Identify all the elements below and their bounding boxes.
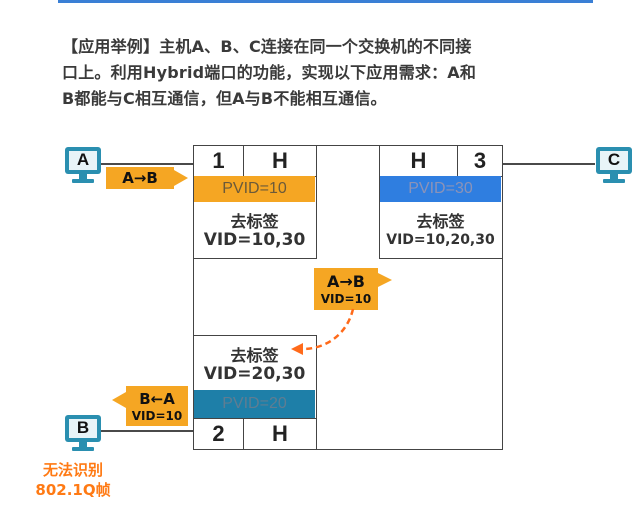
port-3-untag-label: 去标签 (416, 212, 465, 231)
host-c (596, 147, 632, 183)
port-1-number: 1 (192, 144, 245, 177)
port-1-untag-label: 去标签 (230, 212, 279, 231)
port-2: 去标签 VID=20,30 PVID=20 2 H (192, 335, 317, 450)
frame-middle: A→B VID=10 (314, 268, 378, 310)
arrow-right-icon (174, 170, 188, 186)
description-line-2: 口上。利用Hybrid端口的功能，实现以下应用需求：A和 (62, 63, 477, 82)
port-2-untag-vids: VID=20,30 (203, 364, 306, 384)
arrow-right-icon (378, 273, 392, 287)
frame-middle-vid: VID=10 (320, 292, 372, 306)
host-a (65, 147, 101, 183)
port-3-untag-vids: VID=10,20,30 (386, 232, 495, 248)
port-3: H 3 PVID=30 去标签 VID=10,20,30 (378, 144, 503, 259)
frame-a-in: A→B (106, 167, 174, 189)
note-line-1: 无法识别 (42, 461, 103, 479)
link-a-to-port1 (100, 163, 193, 165)
note-line-2: 802.1Q帧 (35, 481, 111, 499)
port-2-pvid: PVID=20 (194, 390, 315, 418)
port-2-type: H (243, 418, 317, 450)
port-1-untag-vids: VID=10,30 (203, 230, 306, 250)
frame-b-out-label: B←A (139, 389, 175, 408)
host-b (65, 415, 101, 451)
frame-a-in-label: A→B (122, 169, 158, 187)
scenario-description: 【应用举例】主机A、B、C连接在同一个交换机的不同接 口上。利用Hybrid端口… (62, 34, 602, 112)
frame-b-out: B←A VID=10 (126, 386, 188, 426)
link-b-to-port2 (100, 430, 193, 432)
port-1: 1 H PVID=10 去标签 VID=10,30 (192, 144, 317, 259)
host-b-label: B (76, 418, 90, 437)
port-2-number: 2 (192, 418, 245, 450)
description-line-1: 【应用举例】主机A、B、C连接在同一个交换机的不同接 (62, 37, 472, 56)
host-c-label: C (607, 150, 621, 169)
description-line-3: B都能与C相互通信，但A与B不能相互通信。 (62, 89, 387, 108)
port-3-type: H (378, 144, 459, 177)
port-3-number: 3 (457, 144, 503, 177)
title-accent-bar (58, 0, 593, 3)
host-a-label: A (76, 150, 90, 169)
untag-warning-note: 无法识别 802.1Q帧 (18, 460, 128, 500)
arrow-left-icon (112, 392, 126, 408)
port-2-untag-label: 去标签 (230, 346, 279, 365)
frame-middle-label: A→B (327, 272, 365, 291)
frame-b-out-vid: VID=10 (131, 408, 183, 423)
port-1-type: H (243, 144, 317, 177)
port-1-pvid: PVID=10 (194, 176, 315, 202)
port-3-pvid: PVID=30 (380, 176, 501, 202)
forward-path-arrow (291, 308, 355, 355)
link-c-to-port3 (502, 163, 595, 165)
